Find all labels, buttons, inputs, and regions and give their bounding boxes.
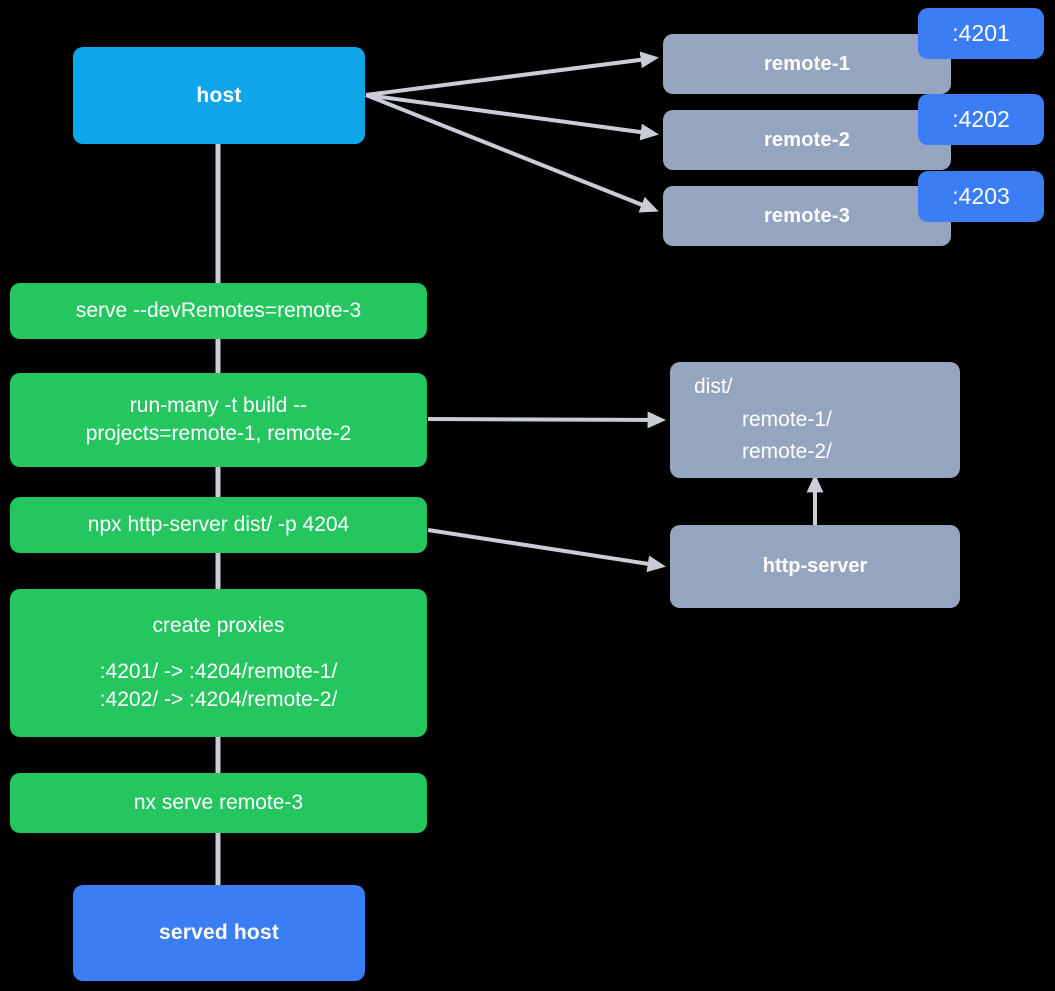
node-remote-2-label: remote-2 xyxy=(763,128,851,151)
node-remote-1[interactable]: remote-1 xyxy=(663,34,951,94)
command-nx-serve-remote-3[interactable]: nx serve remote-3 xyxy=(10,773,427,833)
command-serve-dev-remotes-label: serve --devRemotes=remote-3 xyxy=(75,299,362,323)
node-http-server[interactable]: http-server xyxy=(670,525,960,608)
command-run-many-line-1: run-many -t build -- xyxy=(129,394,308,418)
badge-remote-2-port: :4202 xyxy=(918,94,1044,145)
badge-remote-1-port: :4201 xyxy=(918,8,1044,59)
badge-remote-2-port-label: :4202 xyxy=(952,106,1010,132)
command-create-proxies-title: create proxies xyxy=(152,614,285,638)
proxy-rule-1: :4201/ -> :4204/remote-1/ xyxy=(99,660,338,684)
badge-remote-3-port-label: :4203 xyxy=(952,183,1010,209)
node-remote-3[interactable]: remote-3 xyxy=(663,186,951,246)
command-create-proxies[interactable]: create proxies :4201/ -> :4204/remote-1/… xyxy=(10,589,427,737)
node-remote-3-label: remote-3 xyxy=(763,204,851,227)
edge-host-to-remote-1 xyxy=(365,51,659,97)
badge-remote-1-port-label: :4201 xyxy=(952,20,1010,46)
proxy-rule-2: :4202/ -> :4204/remote-2/ xyxy=(99,687,338,711)
command-run-many[interactable]: run-many -t build -- projects=remote-1, … xyxy=(10,373,427,467)
node-served-host[interactable]: served host xyxy=(73,885,365,981)
node-remote-1-label: remote-1 xyxy=(763,52,851,75)
node-host[interactable]: host xyxy=(73,47,365,144)
command-nx-serve-remote-3-label: nx serve remote-3 xyxy=(133,791,304,815)
dist-line-remote-2: remote-2/ xyxy=(742,440,832,464)
command-serve-dev-remotes[interactable]: serve --devRemotes=remote-3 xyxy=(10,283,427,339)
node-dist-folder[interactable]: dist/ remote-1/ remote-2/ xyxy=(670,362,960,478)
badge-remote-3-port: :4203 xyxy=(918,171,1044,222)
node-http-server-label: http-server xyxy=(762,555,868,577)
node-host-label: host xyxy=(196,83,242,107)
command-run-many-line-2: projects=remote-1, remote-2 xyxy=(85,422,352,445)
edge-host-to-remote-2 xyxy=(365,93,659,141)
edge-npx-to-http-server xyxy=(427,528,666,573)
dist-line-remote-1: remote-1/ xyxy=(742,407,832,431)
command-npx-http-server-label: npx http-server dist/ -p 4204 xyxy=(87,513,350,537)
node-remote-2[interactable]: remote-2 xyxy=(663,110,951,170)
dist-line-root: dist/ xyxy=(694,375,733,399)
edge-host-to-remote-3 xyxy=(365,93,659,213)
command-npx-http-server[interactable]: npx http-server dist/ -p 4204 xyxy=(10,497,427,553)
edge-run-many-to-dist xyxy=(427,411,666,429)
node-served-host-label: served host xyxy=(158,921,280,944)
